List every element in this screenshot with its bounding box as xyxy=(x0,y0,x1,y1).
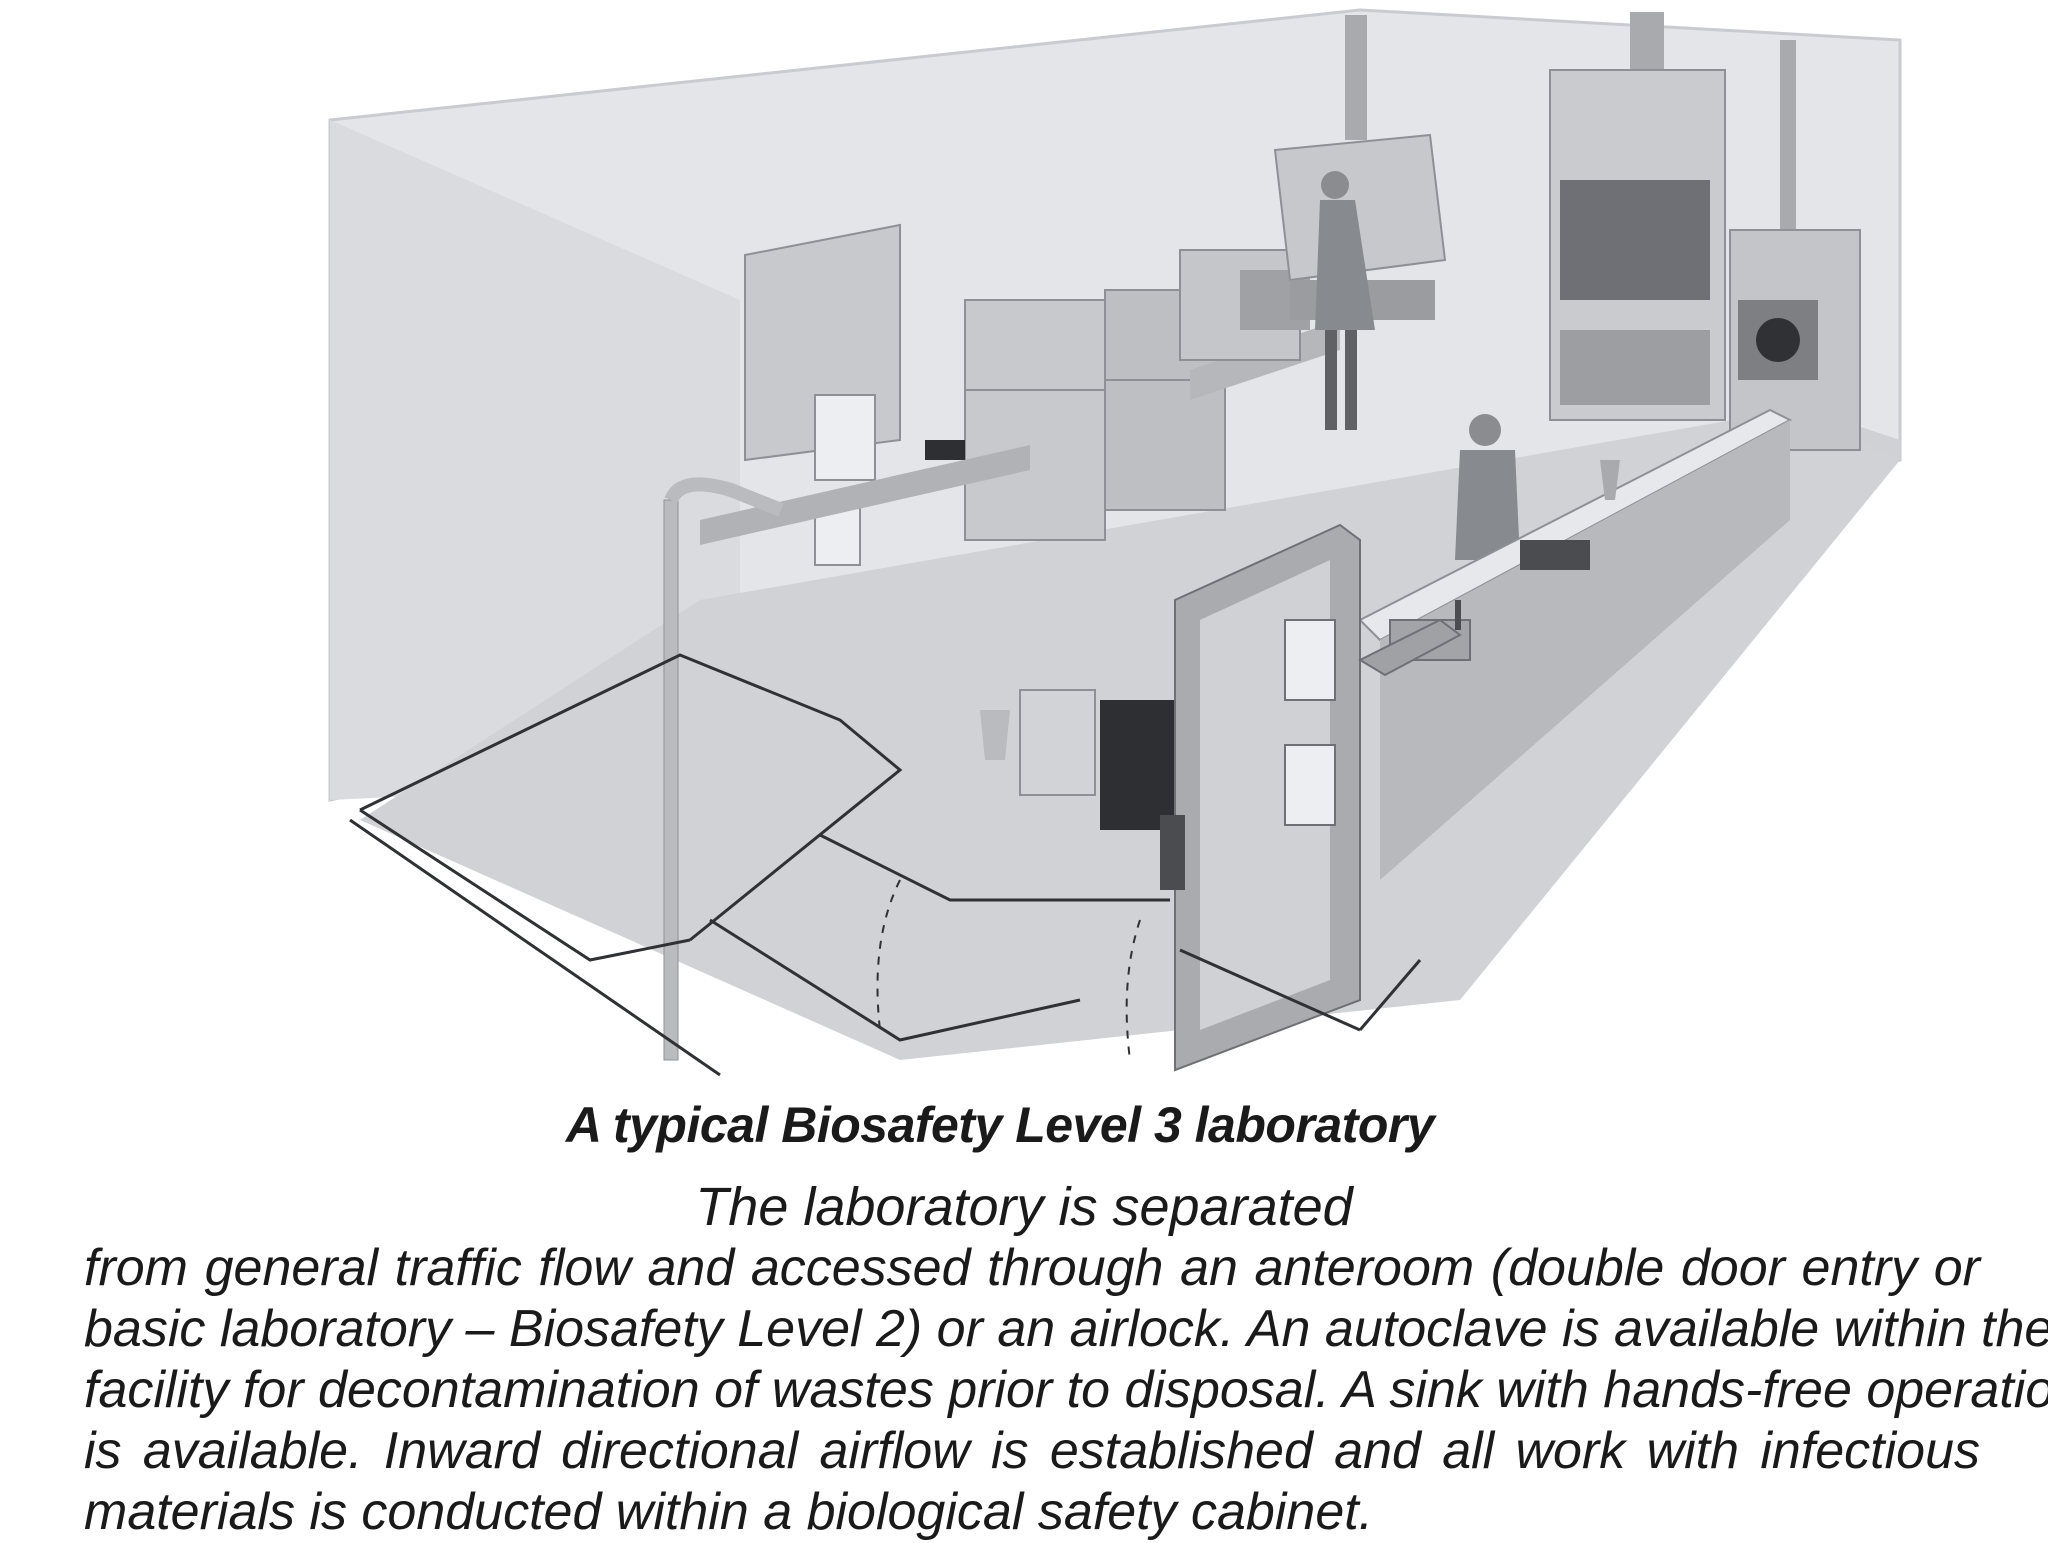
left-wall xyxy=(330,120,740,800)
autoclave xyxy=(1729,40,1861,451)
caption-body: from general traffic flow and accessed t… xyxy=(84,1238,2048,1543)
caption-line: is available. Inward directional airflow… xyxy=(84,1422,1980,1480)
caption-lead: The laboratory is separated xyxy=(695,1177,1353,1237)
lab-worker-standing xyxy=(1315,171,1375,430)
left-shelf xyxy=(700,440,1030,545)
biological-safety-cabinet xyxy=(1273,15,1447,320)
caption-line: basic laboratory – Biosafety Level 2) or… xyxy=(84,1300,2048,1358)
bsl3-lab-illustration xyxy=(328,8,1902,1077)
door-swing-arcs xyxy=(876,879,1141,1061)
anteroom-door xyxy=(1160,523,1361,1072)
caption-line: facility for decontamination of wastes p… xyxy=(84,1361,2048,1419)
caption-line: from general traffic flow and accessed t… xyxy=(84,1239,1980,1297)
floor-plan-outline xyxy=(349,653,1422,1077)
exhaust-pipe xyxy=(663,477,784,1061)
waste-bins xyxy=(980,689,1175,830)
figure-title: A typical Biosafety Level 3 laboratory xyxy=(440,1090,1560,1160)
hands-free-sink xyxy=(1357,600,1462,677)
caption-line: materials is conducted within a biologic… xyxy=(84,1483,1374,1541)
fume-hood xyxy=(1549,12,1726,421)
lab-worker-seated xyxy=(1455,414,1520,560)
